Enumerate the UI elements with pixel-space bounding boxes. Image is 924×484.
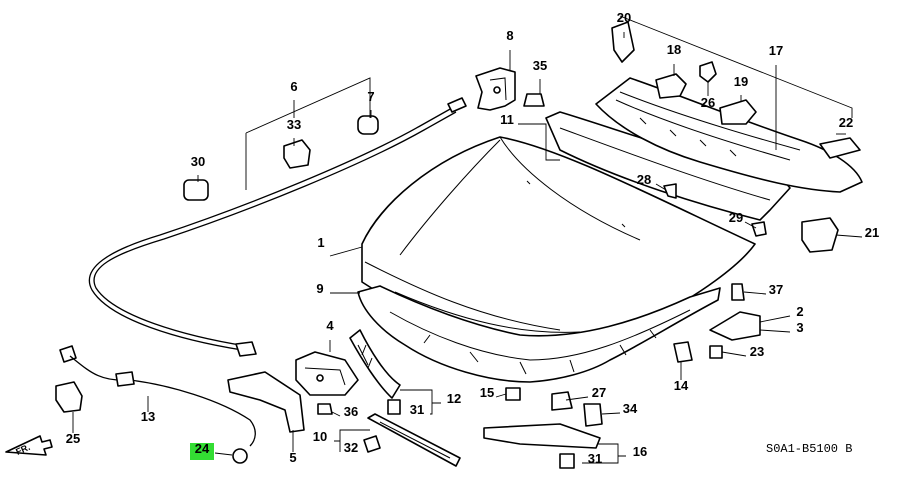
hood-hinge xyxy=(475,67,516,111)
seal-bracket xyxy=(801,217,839,253)
callout-c29: 29 xyxy=(729,210,743,225)
callout-c3: 3 xyxy=(796,320,803,335)
callout-c24: 24 xyxy=(195,441,210,456)
hood-latch xyxy=(295,351,359,396)
front-direction-arrow: FR. xyxy=(5,435,53,457)
callout-c31b: 31 xyxy=(588,451,602,466)
callout-c9: 9 xyxy=(316,281,323,296)
callout-c25: 25 xyxy=(66,431,80,446)
callout-c37: 37 xyxy=(769,282,783,297)
hood-stay-bracket xyxy=(709,311,761,341)
release-cable xyxy=(69,97,467,447)
callout-c26: 26 xyxy=(701,95,715,110)
hood-insulator xyxy=(357,285,721,383)
callout-c31a: 31 xyxy=(410,402,424,417)
cowl-top xyxy=(545,77,863,221)
callout-c13: 13 xyxy=(141,409,155,424)
callout-c5: 5 xyxy=(289,450,296,465)
callout-c28: 28 xyxy=(637,172,651,187)
callout-c12: 12 xyxy=(447,391,461,406)
callout-c27: 27 xyxy=(592,385,606,400)
callout-c16: 16 xyxy=(633,444,647,459)
callout-c1: 1 xyxy=(317,235,324,250)
callout-c20: 20 xyxy=(617,10,631,25)
part-24-highlight xyxy=(190,443,214,460)
callout-c21: 21 xyxy=(865,225,879,240)
callout-c14: 14 xyxy=(674,378,689,393)
callout-c35: 35 xyxy=(533,58,547,73)
callout-c17: 17 xyxy=(769,43,783,58)
callout-c19: 19 xyxy=(734,74,748,89)
callout-c10: 10 xyxy=(313,429,327,444)
callout-c30: 30 xyxy=(191,154,205,169)
callout-c8: 8 xyxy=(506,28,513,43)
callout-c18: 18 xyxy=(667,42,681,57)
callout-c6: 6 xyxy=(290,79,297,94)
callout-c7: 7 xyxy=(367,89,374,104)
part-callouts: 1234567891011121314151617181920212223242… xyxy=(66,10,879,466)
callout-c22: 22 xyxy=(839,115,853,130)
callout-c36: 36 xyxy=(344,404,358,419)
side-bracket xyxy=(483,423,601,449)
callout-c33: 33 xyxy=(287,117,301,132)
callout-c4: 4 xyxy=(326,318,334,333)
front-bulkhead-rail xyxy=(367,413,461,467)
callout-c2: 2 xyxy=(796,304,803,319)
callout-c32: 32 xyxy=(344,440,358,455)
callout-c15: 15 xyxy=(480,385,494,400)
latch-cover xyxy=(227,371,305,433)
latch-bracket xyxy=(349,329,401,399)
callout-c11: 11 xyxy=(500,112,514,127)
diagram-code: S0A1-B5100 B xyxy=(766,442,852,456)
clips-and-fasteners xyxy=(55,21,861,469)
leader-lines xyxy=(72,15,863,464)
callout-c23: 23 xyxy=(750,344,764,359)
callout-c34: 34 xyxy=(623,401,638,416)
